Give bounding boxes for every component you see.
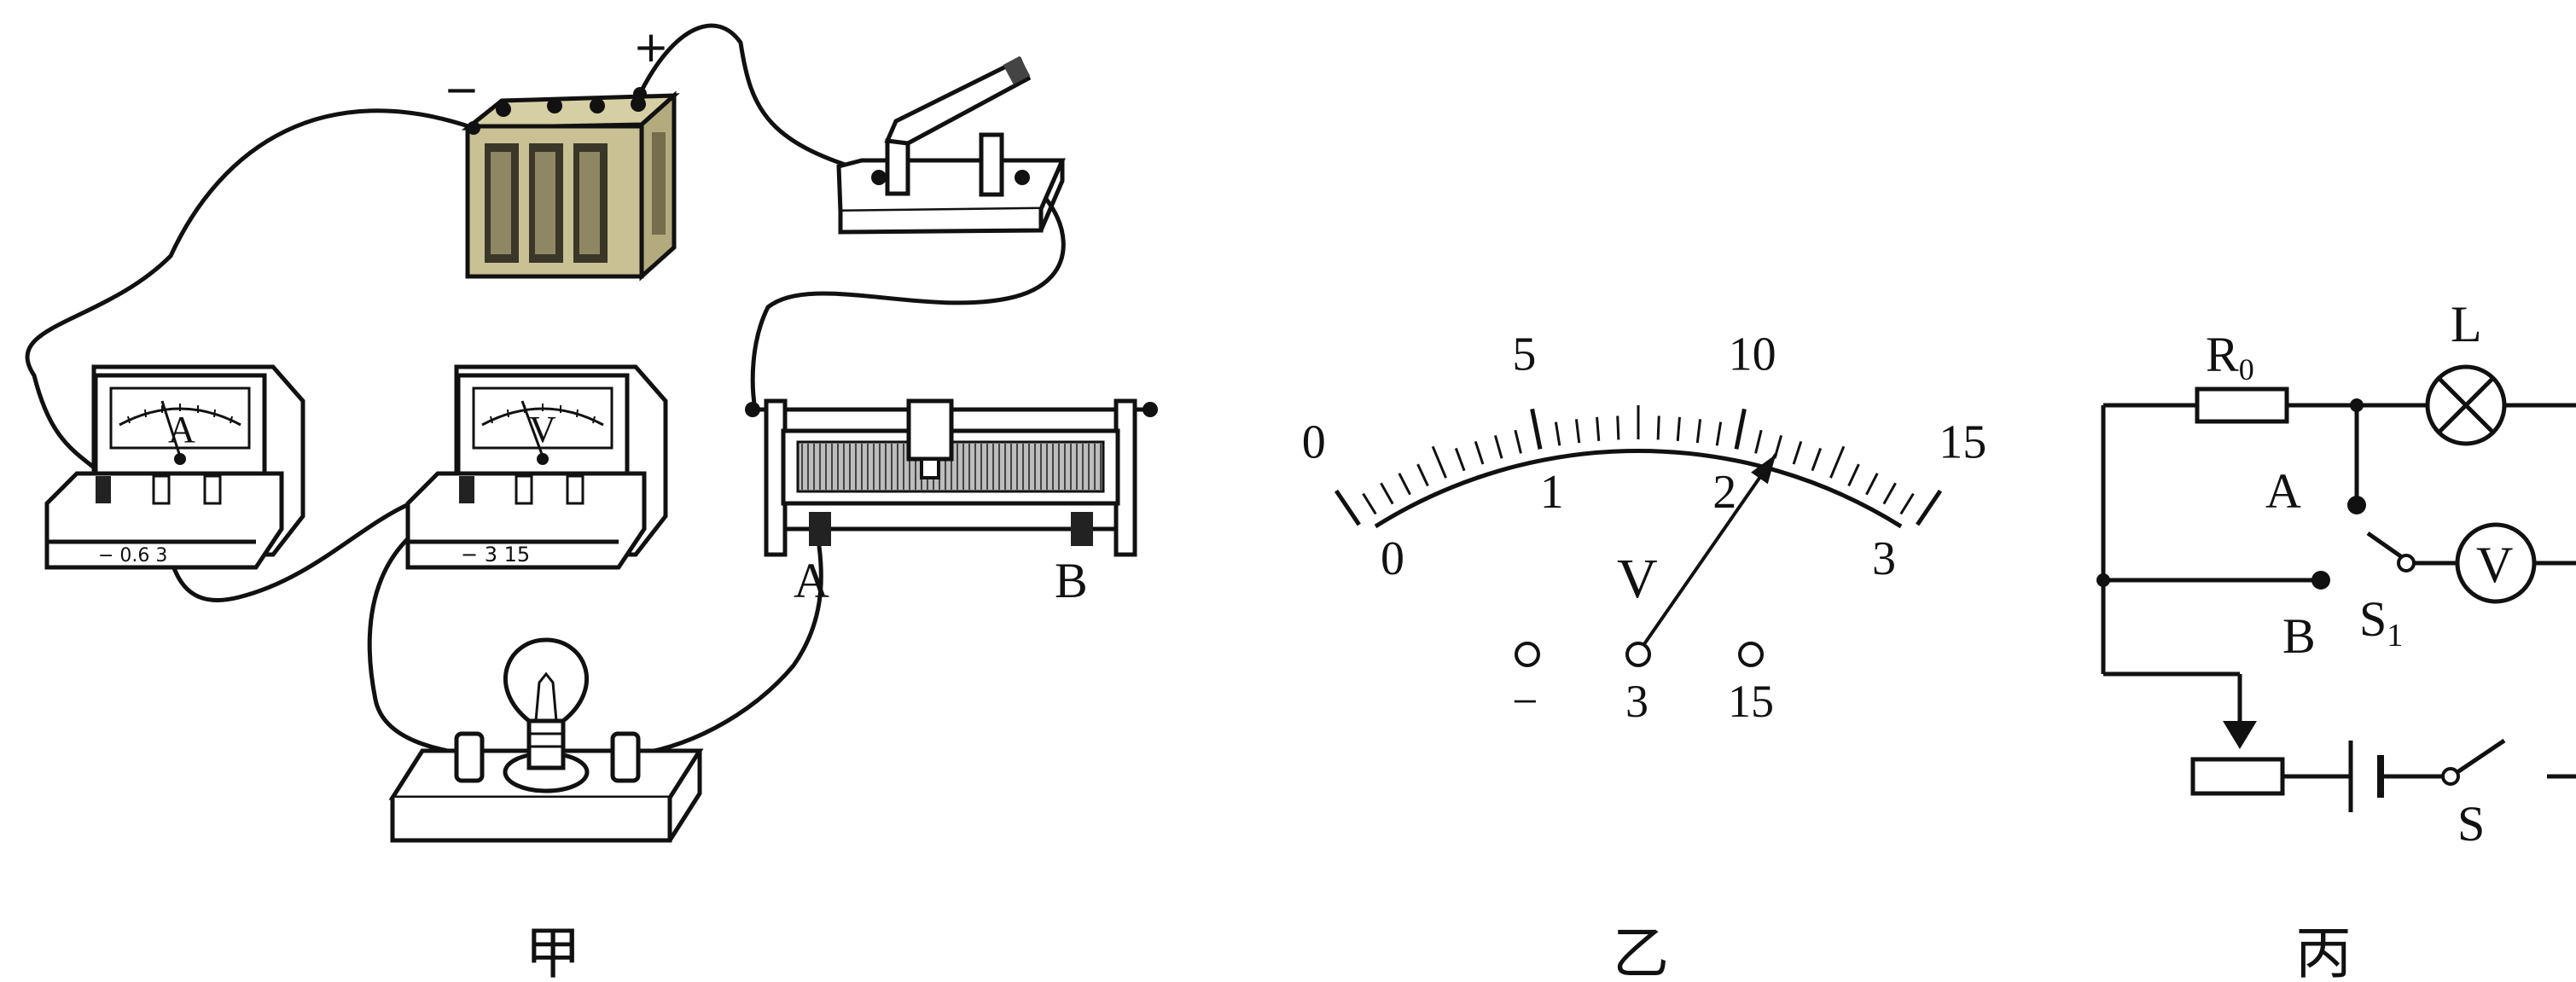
dial-tick (1882, 482, 1897, 505)
schematic-voltmeter (2455, 522, 2537, 604)
dial-tick (1754, 429, 1763, 454)
dial-tick (1334, 489, 1361, 526)
node-a-label: A (2265, 463, 2301, 519)
dial-tick (1829, 445, 1846, 479)
node-b-dot (2311, 571, 2330, 590)
switch-s-label: S (2457, 796, 2485, 851)
figure-jia-caption: 甲 (525, 921, 581, 982)
terminal-3 (1625, 642, 1651, 667)
schematic-rheostat (2190, 757, 2285, 796)
ammeter: A − 0.6 3 (44, 364, 305, 570)
dial-tick (1362, 492, 1377, 515)
lamp-l (2425, 364, 2507, 446)
dial-tick (1574, 419, 1581, 444)
ammeter-terminal-labels: − 0.6 3 (98, 545, 167, 567)
dial-inner-label: 2 (1712, 466, 1736, 519)
battery-minus-label: − (444, 65, 480, 114)
rheostat-terminal-b: B (1055, 553, 1088, 608)
terminal-3-label: 3 (1625, 676, 1649, 727)
dial-tick (1899, 492, 1915, 515)
dial-outer-label: 0 (1302, 415, 1326, 468)
figure-jia: − + (25, 22, 1158, 982)
knife-switch (836, 55, 1066, 235)
dial-labels: 0 0 5 1 10 2 15 3 (1302, 328, 1987, 585)
dial-tick (1695, 419, 1702, 444)
dial-inner-label: 0 (1381, 532, 1404, 585)
terminal-15-label: 15 (1728, 676, 1774, 727)
dial-tick (1616, 415, 1620, 440)
lamp-l-label: L (2451, 296, 2482, 352)
dial-tick (1811, 447, 1823, 472)
dial-pointer-tip (1751, 454, 1776, 485)
schematic-wires (2101, 403, 2576, 779)
dial-tick (1792, 440, 1803, 465)
sliding-rheostat: A B (745, 398, 1158, 608)
junction-left (2096, 573, 2110, 587)
switch-s1-label: S1 (2359, 591, 2403, 654)
figure-bing: R0 L V A B S1 (2096, 296, 2576, 982)
dial-tick (1596, 416, 1601, 441)
dial-tick (1676, 416, 1681, 441)
dial-tick (1514, 429, 1522, 454)
figure-yi-caption: 乙 (1613, 921, 1669, 982)
terminal-minus (1515, 642, 1540, 667)
dial-tick (1380, 482, 1394, 505)
dial-outer-label: 15 (1939, 415, 1986, 468)
dial-unit-letter: V (1617, 548, 1658, 610)
terminal-15 (1738, 642, 1764, 667)
rheostat-slider-arrow (2223, 721, 2257, 749)
dial-tick (1734, 408, 1747, 450)
dial-tick (1715, 421, 1723, 446)
switch-s1-contact (2397, 554, 2416, 572)
battery-plus-label: + (633, 22, 669, 72)
dial-tick (1493, 434, 1503, 459)
figure-bing-caption: 丙 (2295, 921, 2352, 982)
switch-s-contact (2441, 767, 2460, 786)
dial-inner-label: 1 (1540, 466, 1564, 519)
resistor-r0 (2195, 386, 2289, 424)
switch-s-blade (2456, 738, 2506, 775)
terminal-minus-label: − (1512, 676, 1538, 727)
dial-tick (1398, 473, 1411, 496)
figure-yi: 0 0 5 1 10 2 15 3 V − 3 15 乙 (1302, 328, 1987, 982)
dial-tick (1454, 447, 1466, 472)
dial-tick (1530, 408, 1543, 450)
dial-tick (1554, 421, 1561, 446)
schematic-voltmeter-letter: V (2476, 537, 2513, 593)
dial-tick (1431, 445, 1447, 479)
dial-tick (1865, 473, 1879, 496)
dial-tick (1416, 463, 1429, 487)
light-bulb (388, 637, 704, 843)
dial-outer-label: 5 (1512, 328, 1536, 381)
dial-pointer (1637, 453, 1777, 654)
dial-ticks (1334, 405, 1943, 526)
dial-inner-label: 3 (1872, 532, 1896, 585)
voltmeter-device: V − 3 15 (405, 364, 668, 570)
resistor-r0-label: R0 (2206, 327, 2254, 386)
node-b-label: B (2282, 608, 2316, 664)
battery: − + (444, 22, 680, 282)
junction-top (2350, 398, 2364, 412)
rheostat-terminal-a: A (794, 553, 829, 608)
dial-tick (1847, 463, 1860, 487)
dial-arc (1374, 449, 1903, 529)
dial-tick (1474, 440, 1485, 465)
dial-tick (1656, 415, 1660, 440)
switch-s1-blade (2366, 531, 2404, 560)
voltmeter-letter: V (529, 409, 556, 450)
ammeter-letter: A (168, 409, 195, 450)
dial-outer-label: 10 (1729, 328, 1776, 381)
voltmeter-terminal-labels: − 3 15 (461, 543, 530, 567)
node-a-dot (2347, 496, 2366, 514)
dial-tick (1916, 489, 1943, 526)
